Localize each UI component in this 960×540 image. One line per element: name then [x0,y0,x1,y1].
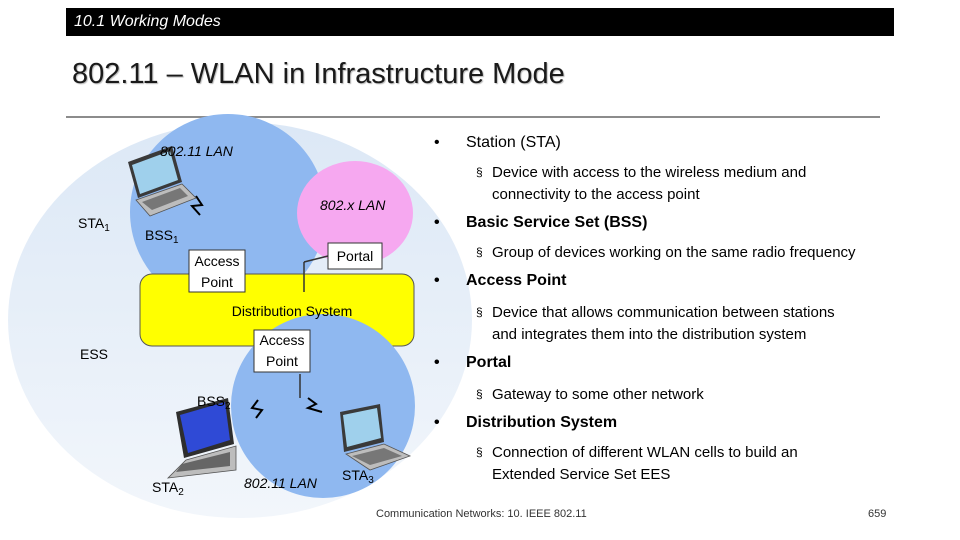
ess-label: ESS [80,346,108,362]
lan-label-bottom: 802.11 LAN [244,475,318,491]
laptop-sta3-icon [340,404,412,471]
bss1-label: BSS1 [145,227,179,246]
page-number: 659 [868,508,887,520]
title-divider [66,116,880,118]
footer-source: Communication Networks: 10. IEEE 802.11 [376,508,587,520]
portal-label: Portal [337,248,374,264]
sta3-label: STA3 [342,467,374,486]
access-point-2-box [253,329,311,373]
lan-label-top: 802.11 LAN [160,143,234,159]
access-point-1-box [188,249,246,293]
laptop-sta2-icon [166,398,237,479]
access-point-2-line2: Point [266,353,298,369]
xlan-ellipse [297,161,413,265]
bss1-cell [130,114,326,310]
access-point-2-line1: Access [259,332,304,348]
xlan-label: 802.x LAN [320,197,386,213]
sta1-label: STA1 [78,215,110,234]
slide-title: 802.11 – WLAN in Infrastructure Mode [72,58,565,90]
distribution-system-label: Distribution System [232,303,353,319]
radio-link-bss2-right [305,397,323,413]
laptop-sta1-icon [128,146,197,217]
section-header: 10.1 Working Modes [66,8,894,36]
portal-box [327,242,383,270]
bss2-label: BSS2 [197,393,231,412]
radio-link-bss2-left [250,399,264,419]
access-point-1-line1: Access [194,253,239,269]
radio-link-bss1 [189,195,204,216]
sta2-label: STA2 [152,479,184,498]
access-point-1-line2: Point [201,274,233,290]
